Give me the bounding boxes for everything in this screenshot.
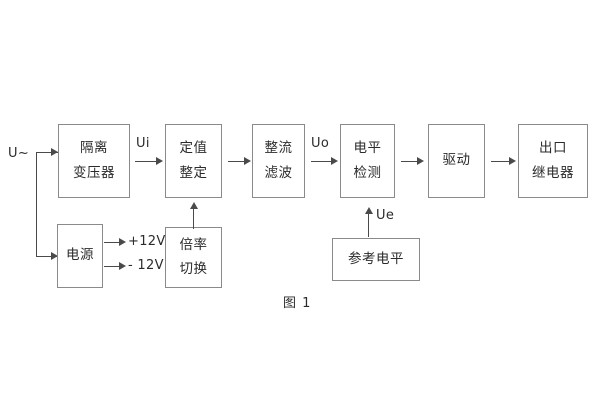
wire-rectify-to-level xyxy=(311,161,333,162)
block-isolation-transformer: 隔离 变压器 xyxy=(58,124,130,198)
block-setting-value: 定值 整定 xyxy=(165,124,222,198)
block-multiplier-switch-line-1: 倍率 xyxy=(179,236,208,253)
block-output-relay-line-1: 出口 xyxy=(539,140,567,156)
block-rectify-filter-line-1: 整流 xyxy=(264,140,293,156)
wire-input-to-power xyxy=(36,256,58,257)
block-output-relay-line-2: 继电器 xyxy=(532,164,574,181)
signal-label-ue: Ue xyxy=(376,208,395,223)
rail-label-negative: - 12V xyxy=(128,258,164,273)
signal-label-uo: Uo xyxy=(311,136,330,151)
wire-input-stub xyxy=(36,152,58,153)
input-label-u-ac: U~ xyxy=(8,146,30,161)
rail-label-positive: +12V xyxy=(128,234,166,249)
wire-level-to-drive xyxy=(401,161,418,162)
block-reference-level-line-1: 参考电平 xyxy=(348,250,404,267)
block-level-detection-line-1: 电平 xyxy=(353,140,382,156)
arrowhead-reference-to-level xyxy=(365,207,373,214)
block-drive-line-1: 驱动 xyxy=(442,152,471,169)
arrowhead-setting-to-rectify xyxy=(244,157,251,165)
block-setting-value-line-2: 整定 xyxy=(179,164,208,181)
block-power-supply: 电源 xyxy=(57,224,103,288)
wire-drive-to-relay xyxy=(491,161,511,162)
wire-input-drop xyxy=(36,152,37,257)
block-reference-level: 参考电平 xyxy=(332,238,420,281)
arrowhead-transformer-to-setting xyxy=(156,157,163,165)
block-power-supply-line-1: 电源 xyxy=(66,247,94,264)
arrowhead-rectify-to-level xyxy=(331,157,338,165)
wire-reference-to-level xyxy=(368,212,369,237)
block-isolation-transformer-line-1: 隔离 xyxy=(80,140,108,156)
block-level-detection-line-2: 检测 xyxy=(353,164,382,181)
block-isolation-transformer-line-2: 变压器 xyxy=(73,164,115,181)
block-rectify-filter-line-2: 滤波 xyxy=(264,164,293,181)
arrowhead-rail-positive xyxy=(119,238,126,246)
wire-multiplier-to-setting xyxy=(193,207,194,229)
arrowhead-multiplier-to-setting xyxy=(190,202,198,209)
block-level-detection: 电平 检测 xyxy=(340,124,395,198)
block-output-relay: 出口 继电器 xyxy=(518,124,588,198)
wire-rail-negative xyxy=(104,266,121,267)
arrowhead-rail-negative xyxy=(119,262,126,270)
block-multiplier-switch-line-2: 切换 xyxy=(179,261,208,277)
arrowhead-level-to-drive xyxy=(417,157,424,165)
block-multiplier-switch: 倍率 切换 xyxy=(165,227,222,288)
arrowhead-drive-to-relay xyxy=(509,157,516,165)
wire-transformer-to-setting xyxy=(135,161,157,162)
arrowhead-input-to-power xyxy=(51,252,58,260)
arrowhead-input-to-transformer xyxy=(51,148,58,156)
block-setting-value-line-1: 定值 xyxy=(179,140,208,156)
wire-setting-to-rectify xyxy=(228,161,245,162)
signal-label-ui: Ui xyxy=(136,136,150,151)
figure-caption: 图 1 xyxy=(283,296,312,311)
block-rectify-filter: 整流 滤波 xyxy=(252,124,305,198)
block-drive: 驱动 xyxy=(428,124,485,198)
wire-rail-positive xyxy=(104,242,121,243)
